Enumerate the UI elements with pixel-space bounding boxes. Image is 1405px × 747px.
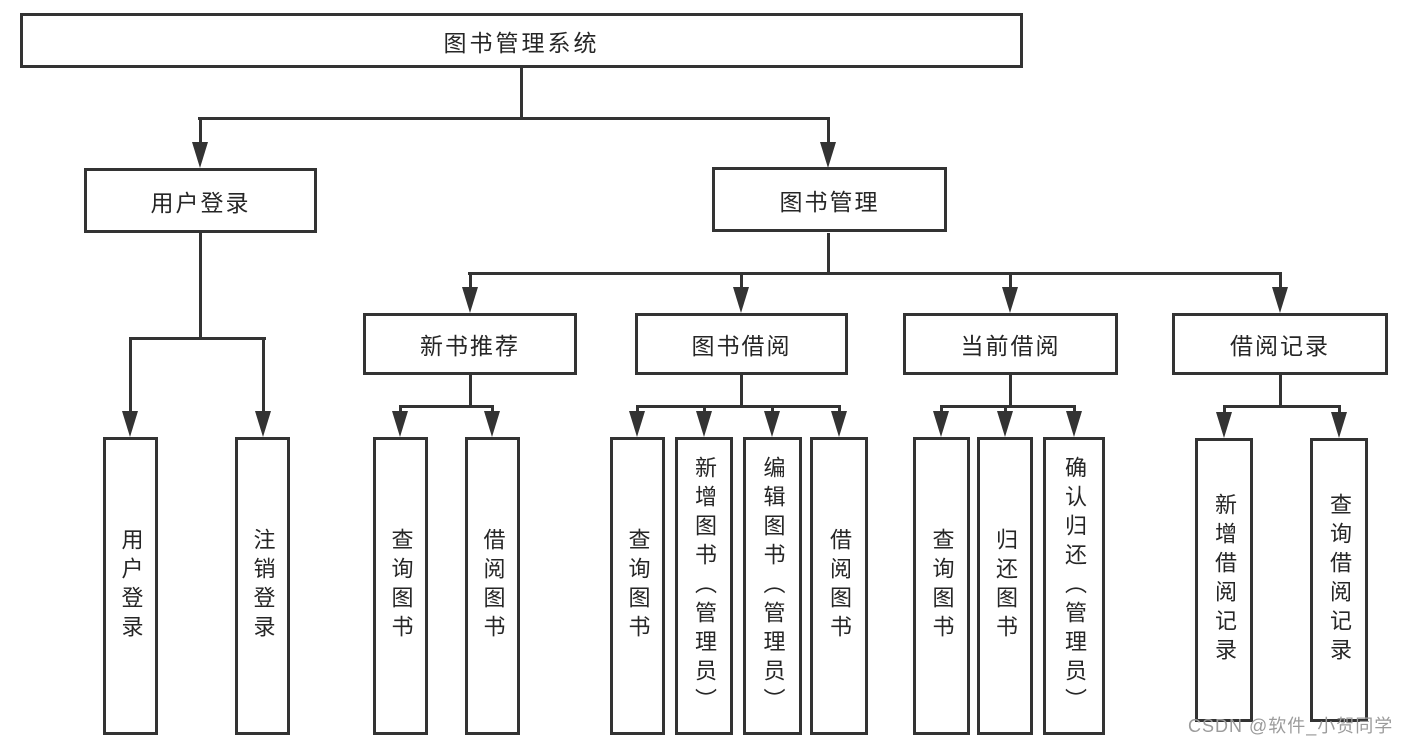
arrow-down-icon <box>255 411 271 437</box>
arrow-down-icon <box>629 411 645 437</box>
connector-drop <box>940 405 943 415</box>
arrow-down-icon <box>696 411 712 437</box>
node-borrowing-records: 借阅记录 <box>1172 313 1388 375</box>
node-book-borrowing: 图书借阅 <box>635 313 848 375</box>
node-label: 新增图书（管理员） <box>692 455 717 717</box>
arrow-down-icon <box>1216 412 1232 438</box>
connector-drop <box>1223 405 1226 415</box>
node-label: 查询借阅记录 <box>1327 493 1352 667</box>
node-current-borrowing: 当前借阅 <box>903 313 1118 375</box>
arrow-down-icon <box>462 287 478 313</box>
node-label: 借阅图书 <box>480 528 506 644</box>
connector-book-mgmt-drop <box>827 117 830 144</box>
node-label: 确认归还（管理员） <box>1062 455 1087 717</box>
node-add-borrow-record: 新增借阅记录 <box>1195 438 1253 722</box>
arrow-down-icon <box>831 411 847 437</box>
node-borrow-books: 借阅图书 <box>810 437 868 735</box>
connector-drop <box>1073 405 1076 415</box>
node-label: 查询图书 <box>929 528 955 644</box>
connector-root-stub <box>520 66 523 120</box>
arrow-down-icon <box>933 411 949 437</box>
arrow-down-icon <box>1002 287 1018 313</box>
node-label: 新书推荐 <box>420 333 520 359</box>
connector-drop <box>740 275 743 289</box>
node-query-books-recommend: 查询图书 <box>373 437 428 735</box>
node-query-borrow-record: 查询借阅记录 <box>1310 438 1368 722</box>
connector-user-login-branch <box>129 337 266 340</box>
arrow-down-icon <box>733 287 749 313</box>
connector-drop <box>838 405 841 415</box>
node-label: 查询图书 <box>625 528 651 644</box>
node-add-book-admin: 新增图书（管理员） <box>675 437 733 735</box>
connector-drop <box>1338 405 1341 415</box>
node-return-book: 归还图书 <box>977 437 1033 735</box>
node-label: 图书借阅 <box>691 333 792 359</box>
connector-drop <box>129 337 132 413</box>
csdn-watermark: CSDN @软件_小贺同学 <box>1188 716 1394 736</box>
connector-level2-branch <box>468 272 1282 275</box>
connector-book-borrow-branch <box>636 405 841 408</box>
arrow-down-icon <box>1331 412 1347 438</box>
connector-drop <box>636 405 639 415</box>
node-label: 新增借阅记录 <box>1212 493 1237 667</box>
connector-drop <box>1009 275 1012 289</box>
node-label: 用户登录 <box>118 528 144 644</box>
node-label: 借阅图书 <box>827 528 852 644</box>
node-label: 查询图书 <box>388 528 414 644</box>
connector-drop <box>703 405 706 415</box>
connector-drop <box>262 337 265 413</box>
arrow-down-icon <box>484 411 500 437</box>
connector-drop <box>771 405 774 415</box>
arrow-down-icon <box>1272 287 1288 313</box>
node-label: 借阅记录 <box>1230 333 1330 359</box>
arrow-down-icon <box>820 142 836 168</box>
node-book-management: 图书管理 <box>712 167 947 232</box>
node-label: 用户登录 <box>150 189 251 216</box>
node-new-book-recommend: 新书推荐 <box>363 313 577 375</box>
connector-current-borrow-stub <box>1009 375 1012 408</box>
connector-drop <box>1279 275 1282 289</box>
node-logout: 注销登录 <box>235 437 290 735</box>
connector-borrow-record-stub <box>1279 374 1282 408</box>
connector-user-login-stub <box>199 233 202 340</box>
arrow-down-icon <box>122 411 138 437</box>
node-user-login-leaf: 用户登录 <box>103 437 158 735</box>
connector-new-rec-branch <box>399 405 494 408</box>
node-label: 编辑图书（管理员） <box>760 455 786 717</box>
node-query-books-current: 查询图书 <box>913 437 970 735</box>
node-label: 归还图书 <box>993 528 1018 644</box>
arrow-down-icon <box>997 411 1013 437</box>
arrow-down-icon <box>192 142 208 168</box>
connector-book-mgmt-stub <box>827 233 830 275</box>
node-borrow-books-recommend: 借阅图书 <box>465 437 520 735</box>
connector-drop <box>469 275 472 289</box>
node-label: 图书管理 <box>779 188 880 215</box>
connector-drop <box>1004 405 1007 415</box>
node-query-books-borrowing: 查询图书 <box>610 437 665 735</box>
node-library-system: 图书管理系统 <box>20 13 1023 68</box>
connector-user-login-drop <box>199 117 202 144</box>
node-confirm-return-admin: 确认归还（管理员） <box>1043 437 1105 735</box>
connector-book-borrow-stub <box>740 375 743 408</box>
arrow-down-icon <box>764 411 780 437</box>
node-label: 注销登录 <box>250 528 276 644</box>
node-label: 图书管理系统 <box>443 29 600 56</box>
arrow-down-icon <box>392 411 408 437</box>
connector-drop <box>399 405 402 415</box>
arrow-down-icon <box>1066 411 1082 437</box>
node-user-login: 用户登录 <box>84 168 317 233</box>
node-edit-book-admin: 编辑图书（管理员） <box>743 437 802 735</box>
connector-new-rec-stub <box>469 375 472 408</box>
connector-drop <box>491 405 494 415</box>
connector-borrow-record-branch <box>1223 405 1341 408</box>
connector-current-borrow-branch <box>940 405 1076 408</box>
node-label: 当前借阅 <box>960 333 1061 359</box>
connector-level1-branch <box>198 117 830 120</box>
